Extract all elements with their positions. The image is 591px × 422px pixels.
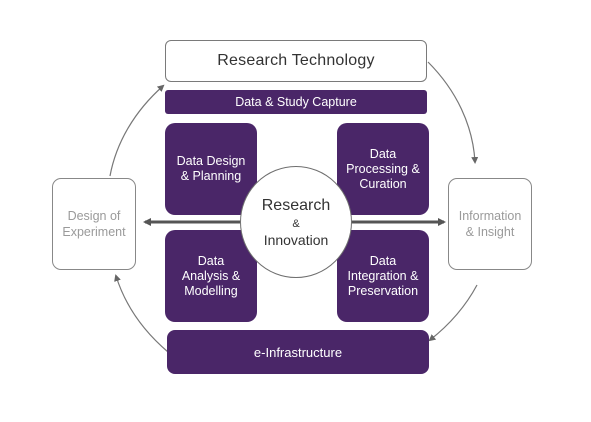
- data-study-capture-label: Data & Study Capture: [235, 95, 357, 109]
- data-analysis-line-3: Modelling: [184, 283, 238, 298]
- data-processing-line-3: Curation: [359, 176, 407, 191]
- data-processing-line-1: Data: [369, 146, 397, 161]
- data-integration-line-3: Preservation: [347, 283, 419, 298]
- design-of-experiment-line-1: Design of: [67, 209, 121, 223]
- center-line-innovation: Innovation: [263, 231, 329, 248]
- data-processing-line-2: Processing &: [346, 161, 420, 176]
- design-of-experiment-box: Design of Experiment: [52, 178, 136, 270]
- data-integration-line-1: Data: [369, 253, 397, 268]
- data-design-planning-box: Data Design & Planning: [165, 123, 257, 215]
- research-technology-box: Research Technology: [165, 40, 427, 82]
- data-analysis-line-1: Data: [197, 253, 225, 268]
- data-processing-curation-box: Data Processing & Curation: [337, 123, 429, 215]
- research-technology-label: Research Technology: [217, 52, 375, 69]
- information-insight-line-1: Information: [458, 209, 522, 223]
- cycle-arc-bottom-right: [428, 284, 478, 342]
- e-infrastructure-label: e-Infrastructure: [253, 344, 343, 360]
- design-of-experiment-line-2: Experiment: [62, 225, 126, 239]
- information-insight-line-2: & Insight: [465, 225, 515, 239]
- data-integration-preservation-box: Data Integration & Preservation: [337, 230, 429, 322]
- center-line-research: Research: [261, 196, 331, 214]
- cycle-arc-top-right: [427, 61, 479, 164]
- e-infrastructure-band: e-Infrastructure: [167, 330, 429, 374]
- data-analysis-modelling-box: Data Analysis & Modelling: [165, 230, 257, 322]
- research-innovation-circle: Research & Innovation: [240, 166, 352, 278]
- data-study-capture-band: Data & Study Capture: [165, 90, 427, 114]
- data-design-line-1: Data Design: [176, 154, 246, 168]
- information-insight-box: Information & Insight: [448, 178, 532, 270]
- cycle-arc-top-left: [109, 84, 165, 177]
- center-line-ampersand: &: [292, 217, 300, 230]
- cycle-arc-bottom-left: [114, 274, 169, 353]
- data-integration-line-2: Integration &: [347, 268, 419, 283]
- data-design-line-2: & Planning: [180, 169, 242, 183]
- data-analysis-line-2: Analysis &: [181, 268, 241, 283]
